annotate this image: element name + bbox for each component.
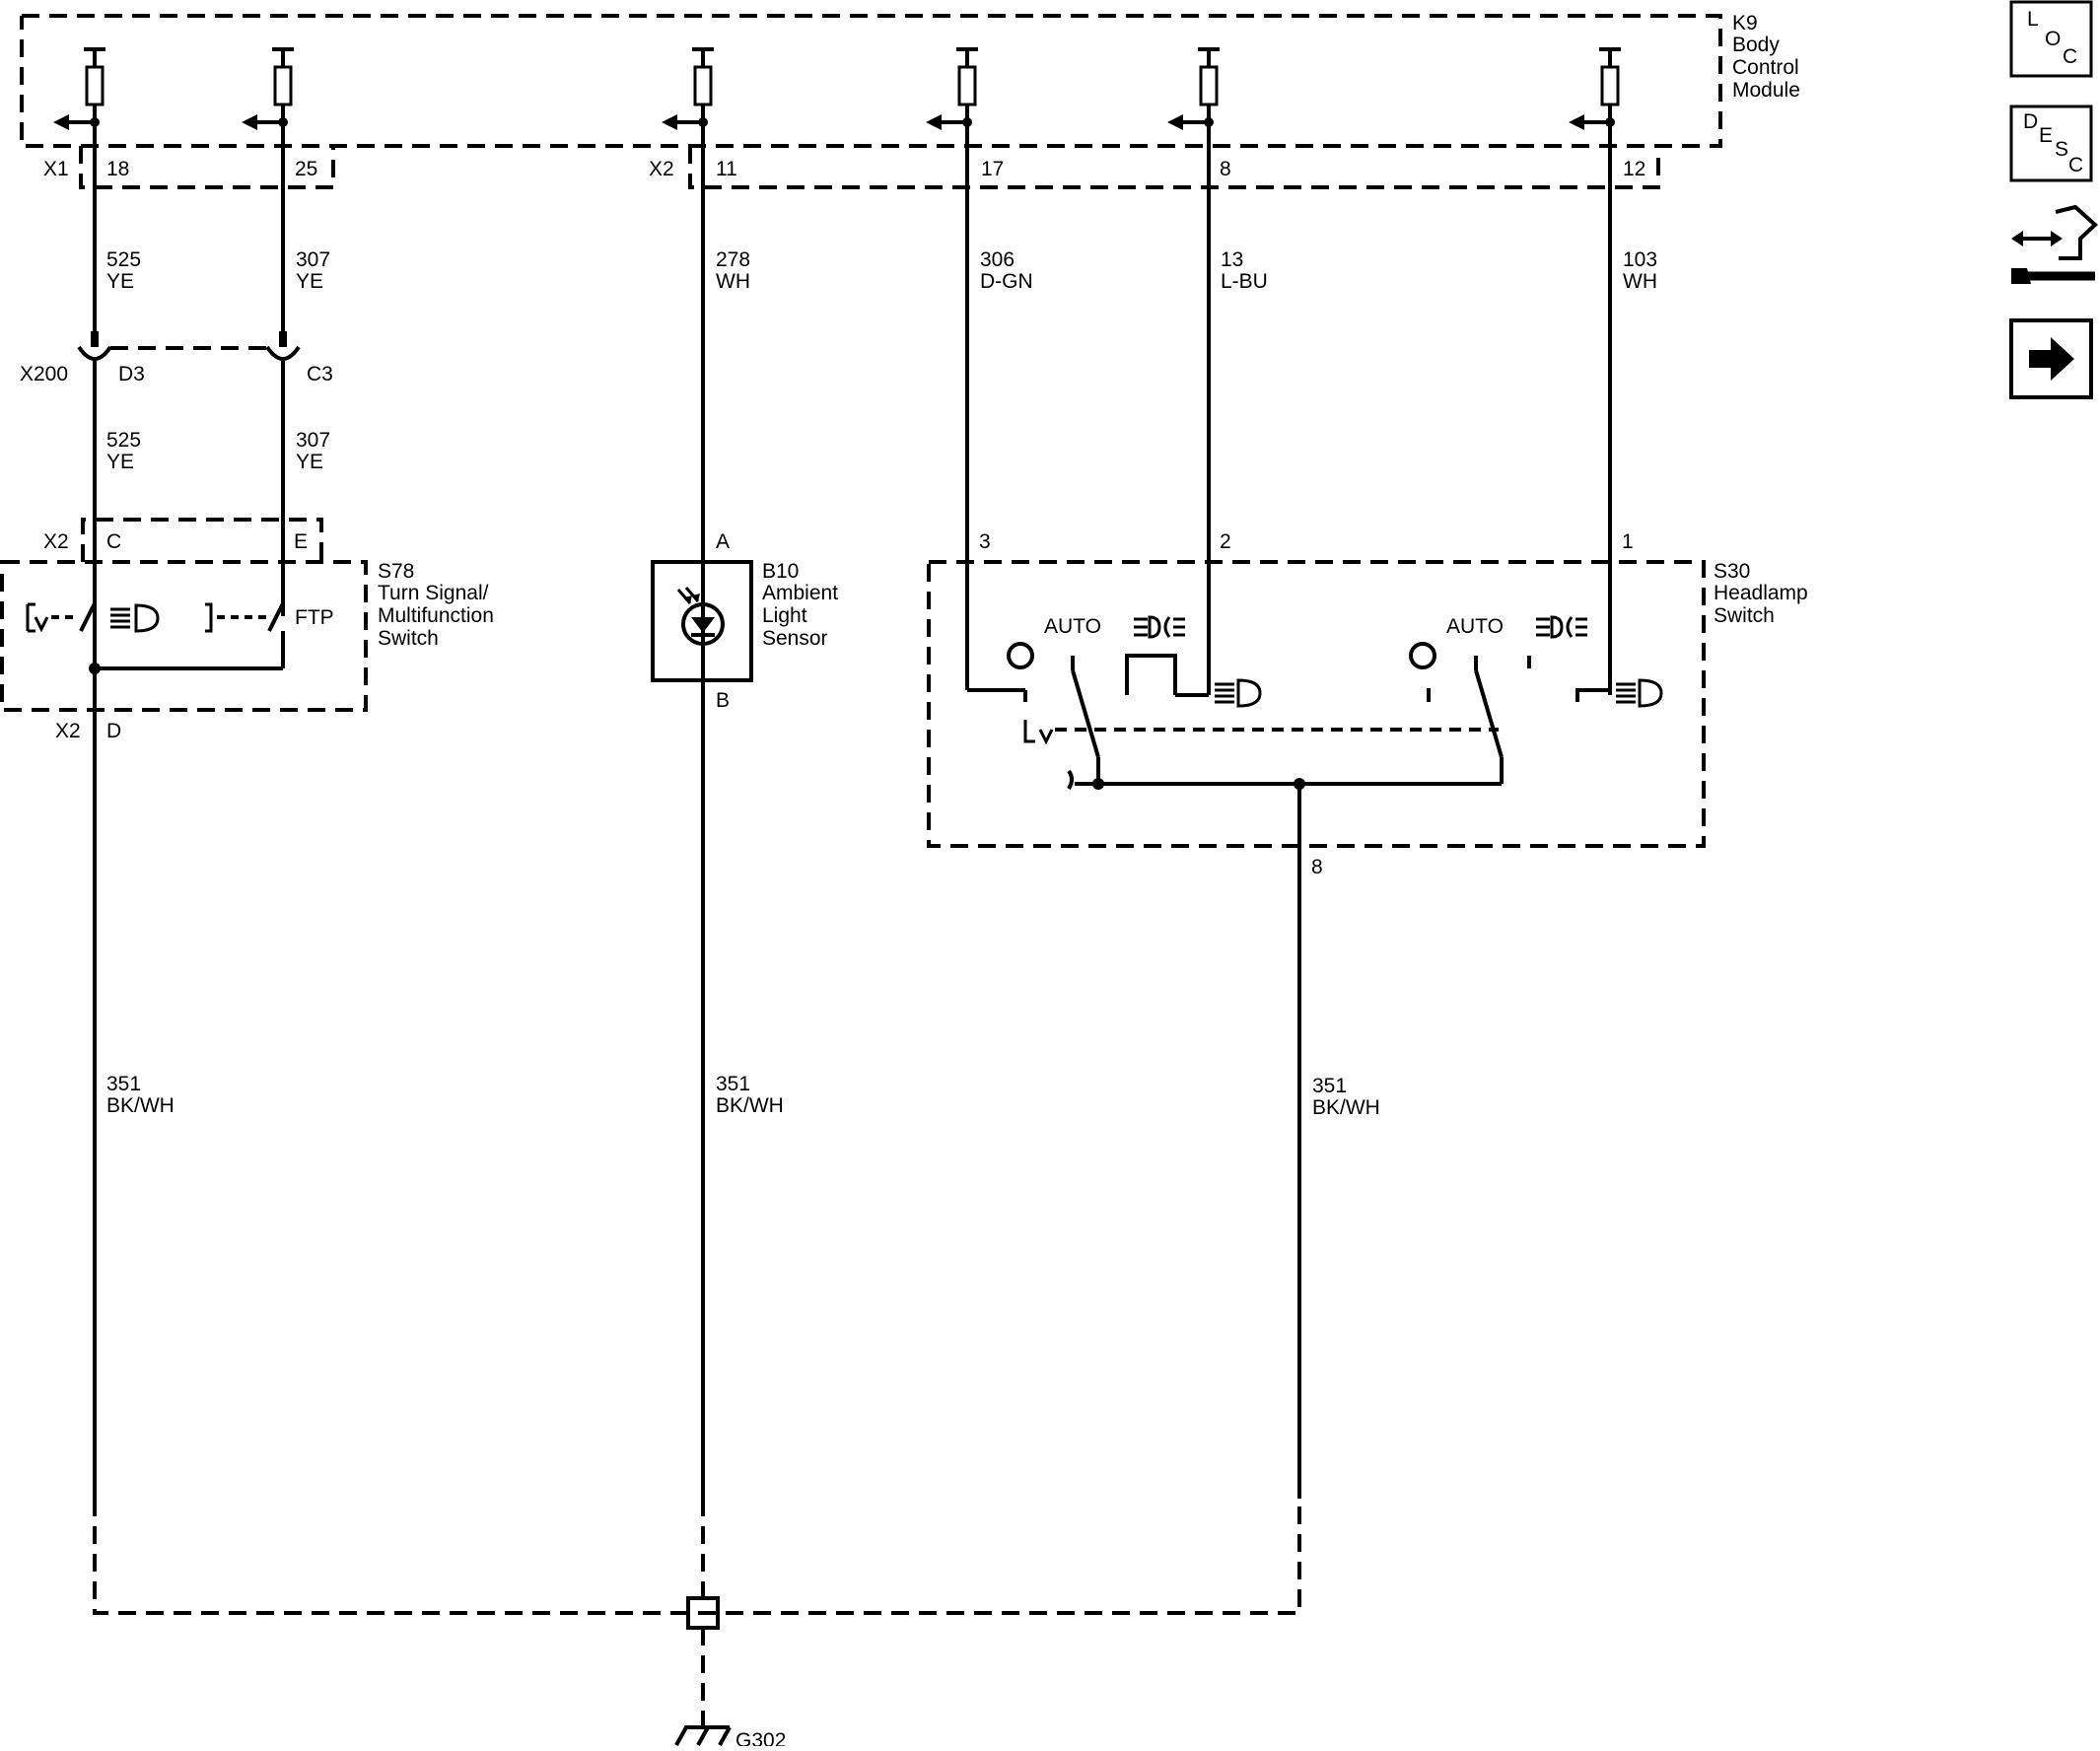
x200-label: X200 [20,363,68,385]
wire-525-circuit: 525 [106,248,141,271]
wire-307-color: YE [296,270,323,293]
desc-c: C [2068,154,2083,176]
s30-pin-3: 3 [979,530,991,553]
s78-line2: Multifunction [378,604,494,627]
wire-351-left-circuit: 351 [106,1073,141,1095]
s30-pin-1: 1 [1622,530,1634,553]
s30-id: S30 [1714,560,1750,583]
s78-line3: Switch [378,627,439,650]
b10-id: B10 [762,560,799,583]
b10-pin-a: A [716,530,730,553]
pin-17: 17 [981,158,1004,180]
x200-d3: D3 [118,363,145,385]
loc-l: L [2027,8,2039,31]
x200-c3: C3 [307,363,333,385]
s30-headlamp-switch [927,560,1706,1499]
s30-auto-left: AUTO [1044,615,1101,638]
wire-351-left-color: BK/WH [106,1094,175,1117]
ground-splice [93,1499,1301,1746]
x1-label: X1 [43,158,69,180]
x2-connector-outline [688,146,1660,189]
k9-line2: Control [1732,56,1799,79]
g302-label: G302 [735,1729,786,1746]
wire-13-circuit: 13 [1221,248,1243,271]
s78-switch [0,518,368,1499]
wire-306-color: D-GN [980,270,1033,293]
wire-525-lower-color: YE [106,451,134,473]
wire-306-circuit: 306 [980,248,1015,271]
b10-ambient-light-sensor [651,560,753,682]
s78-line1: Turn Signal/ [378,582,489,604]
desc-e: E [2039,124,2053,147]
x2-top-label: X2 [649,158,674,180]
wire-525-color: YE [106,270,134,293]
s30-pin-8: 8 [1311,856,1323,878]
loc-button[interactable]: L O C [2009,0,2093,78]
input-pullup-symbol [926,47,978,187]
pin-8: 8 [1220,158,1231,180]
b10-line1: Ambient [762,582,838,604]
wire-13-color: L-BU [1221,270,1268,293]
s30-line2: Switch [1714,604,1775,627]
wire-307-lower-circuit: 307 [296,429,330,452]
wire-351-right-circuit: 351 [1312,1075,1347,1097]
wire-525-lower-circuit: 525 [106,429,141,452]
s78-ftp-label: FTP [295,606,334,629]
wire-307-lower-color: YE [296,451,323,473]
wire-103-circuit: 103 [1623,248,1657,271]
s30-line1: Headlamp [1714,582,1808,604]
wire-351-mid-color: BK/WH [716,1094,784,1117]
input-pullup-symbol [662,47,714,187]
s30-auto-right: AUTO [1446,615,1504,638]
connector-end-view-icon[interactable] [2011,204,2098,284]
s78-x2-label: X2 [43,530,69,553]
loc-o: O [2045,28,2061,50]
input-pullup-symbol [53,47,105,187]
wire-307-circuit: 307 [296,248,330,271]
input-pullup-symbol [1569,47,1621,187]
next-page-arrow-icon[interactable] [2009,318,2093,399]
pin-12: 12 [1623,158,1645,180]
pin-18: 18 [106,158,129,180]
k9-id: K9 [1732,12,1758,35]
pin-11: 11 [716,158,737,180]
loc-c: C [2063,45,2077,68]
b10-line3: Sensor [762,627,828,650]
k9-module: K9 Body Control Module [20,12,1800,148]
s78-pin-d: D [106,720,121,742]
input-pullup-symbol [242,47,294,187]
x1-connector-outline [79,146,335,189]
k9-internal-circuits [53,47,1621,187]
wire-351-right-color: BK/WH [1312,1096,1380,1119]
s78-pin-c: C [106,530,121,553]
desc-button[interactable]: D E S C [2009,105,2093,182]
desc-d: D [2023,110,2038,133]
x200-inline-connector [77,331,301,670]
wire-351-mid-circuit: 351 [716,1073,750,1095]
s30-pin-2: 2 [1220,530,1231,553]
wire-103-color: WH [1623,270,1657,293]
b10-line2: Light [762,604,807,627]
k9-line3: Module [1732,79,1800,102]
input-pullup-symbol [1167,47,1220,187]
b10-pin-b: B [716,689,730,712]
s78-pin-e: E [294,530,308,553]
k9-line1: Body [1732,34,1780,56]
wire-278-circuit: 278 [716,248,750,271]
s78-id: S78 [378,560,414,583]
wire-278-color: WH [716,270,750,293]
s78-x2-bottom-label: X2 [55,720,81,742]
desc-s: S [2055,138,2068,161]
pin-25: 25 [295,158,317,180]
